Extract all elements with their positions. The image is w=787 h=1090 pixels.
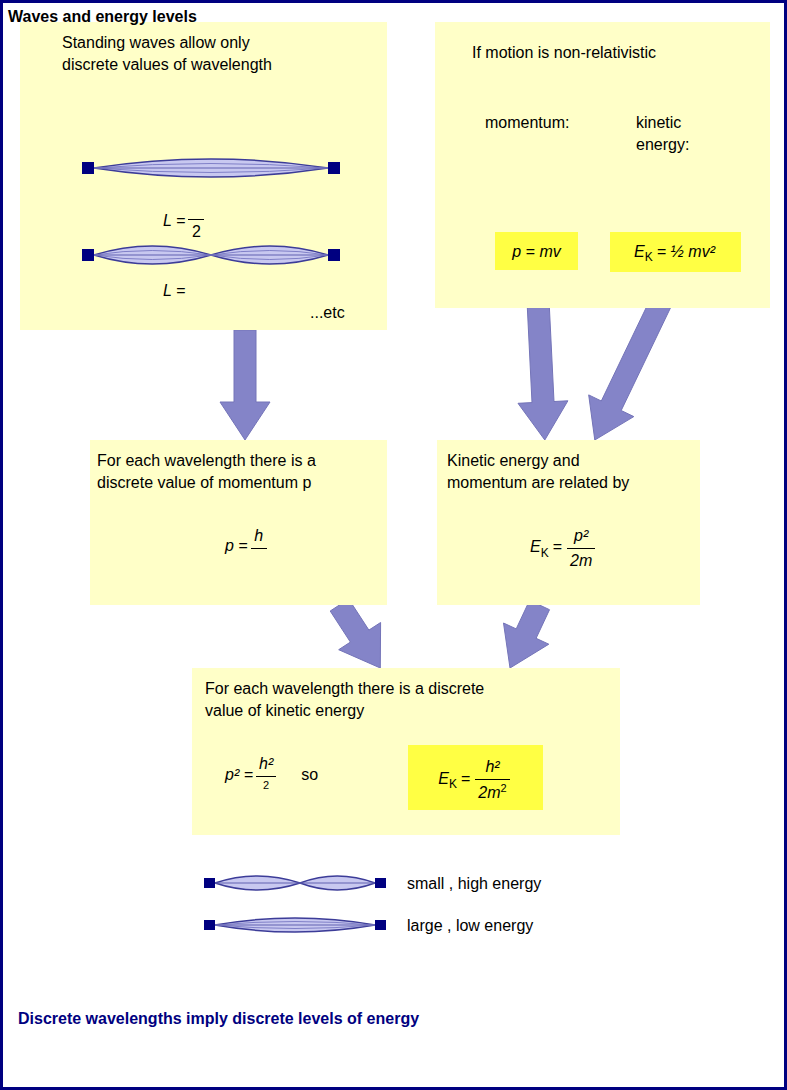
node-text: K [541, 546, 549, 560]
fraction: 2 [188, 200, 204, 243]
wave-small-wavelength [204, 876, 386, 890]
node-text: h² [485, 758, 499, 775]
node-text: 2 [501, 782, 507, 794]
fraction-numerator: h [251, 525, 267, 549]
node-text: 2m [478, 784, 500, 801]
formula: EK = p² 2m [530, 525, 598, 571]
node-text: For each wavelength there is a discrete … [97, 450, 337, 493]
formula: p² = h² 2 so [225, 753, 318, 799]
standing-wave-two-loops [82, 246, 340, 264]
node-text: L = [163, 212, 185, 229]
fraction-numerator: h² [475, 756, 509, 780]
node-text: L = [163, 280, 185, 302]
node-text: K [449, 777, 457, 791]
fraction-denominator: 2m2 [475, 780, 509, 804]
node-text: K [645, 250, 653, 264]
node-text: so [301, 766, 318, 783]
info-box: If motion is non-relativistic momentum: ki… [435, 22, 770, 308]
node-text: p² [574, 527, 588, 544]
standing-wave-one-loop [82, 159, 340, 177]
node-text: 2 [263, 779, 269, 791]
fraction-denominator [251, 549, 267, 568]
fraction-numerator [188, 200, 204, 220]
node-text: E [530, 538, 541, 555]
node-text: p = mv [512, 243, 560, 260]
node-text: E [634, 243, 645, 260]
flow-arrow [330, 599, 380, 668]
node-text: p = [225, 537, 248, 554]
fraction: p² 2m [567, 525, 595, 571]
node-text: E [438, 770, 449, 787]
node-text: If motion is non-relativistic [472, 42, 656, 64]
node-text: h [254, 527, 263, 544]
node-text: = ½ mv² [657, 243, 715, 260]
fraction: h² 2m2 [475, 756, 509, 804]
formula: p = h [225, 525, 270, 568]
fraction: h [251, 525, 267, 568]
node-text: = [553, 538, 562, 555]
node-text: Standing waves allow only discrete value… [62, 32, 297, 75]
formula-highlight: p = mv [495, 232, 578, 270]
fraction-denominator: 2 [188, 220, 204, 243]
fraction-denominator: 2m [567, 549, 595, 572]
wave-label: large , low energy [407, 915, 533, 937]
flow-arrow [220, 330, 270, 440]
info-box: Kinetic energy and momentum are related … [437, 440, 700, 605]
fraction-denominator: 2 [256, 777, 276, 800]
node-text: For each wavelength there is a discrete … [205, 678, 505, 721]
node-text: 2m [570, 552, 592, 569]
flow-arrow [504, 600, 550, 668]
node-text: h² [259, 755, 273, 772]
node-text: = [461, 770, 470, 787]
wave-label: small , high energy [407, 873, 541, 895]
formula: p = mv [495, 241, 578, 263]
formula-highlight: EK = ½ mv² [610, 232, 741, 272]
fraction-numerator: h² [256, 753, 276, 777]
info-box: For each wavelength there is a discrete … [192, 668, 620, 835]
node-text: 2 [192, 223, 201, 240]
formula: EK = ½ mv² [610, 241, 741, 265]
wave-large-wavelength [204, 918, 386, 932]
diagram-caption: Discrete wavelengths imply discrete leve… [18, 1008, 419, 1030]
formula-highlight: EK = h² 2m2 [408, 745, 543, 810]
node-text: Kinetic energy and momentum are related … [447, 450, 652, 493]
formula: L = 2 [163, 200, 207, 243]
fraction-numerator: p² [567, 525, 595, 549]
node-text: kinetic energy: [636, 112, 708, 155]
diagram-title: Waves and energy levels [8, 6, 197, 28]
node-text: momentum: [485, 112, 569, 134]
info-box: For each wavelength there is a discrete … [90, 440, 387, 605]
fraction: h² 2 [256, 753, 276, 799]
formula: EK = h² 2m2 [408, 756, 543, 804]
node-text: p² = [225, 766, 253, 783]
node-text: ...etc [310, 302, 345, 324]
